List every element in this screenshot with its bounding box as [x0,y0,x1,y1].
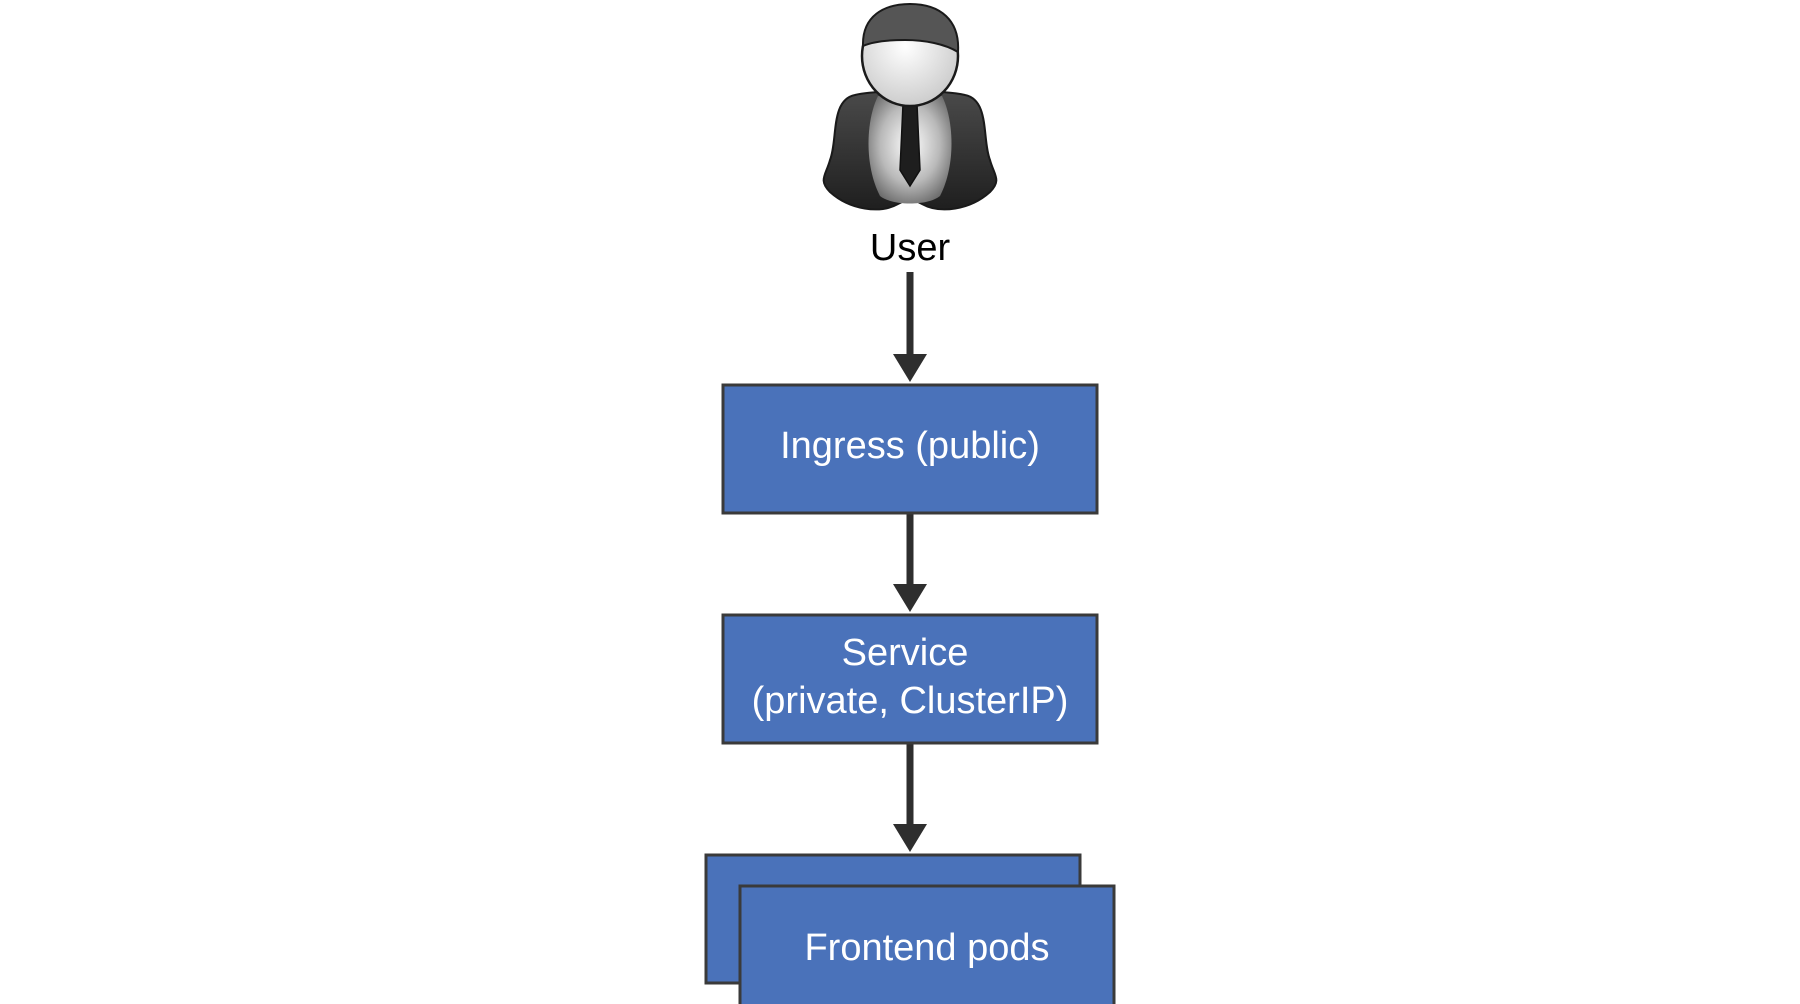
tie-shape [899,103,921,188]
ingress-node: Ingress (public) [721,383,1099,515]
frontend-pods-node: Frontend pods [704,853,1116,1004]
service-label-line1: Service [842,632,969,674]
pod-box-front [738,884,1116,1004]
arrow-ingress-to-service [893,514,927,612]
arrow-user-to-ingress [893,272,927,382]
service-node: Service (private, ClusterIP) [721,613,1099,745]
arrow-service-to-pods [893,744,927,852]
ingress-label: Ingress (public) [780,425,1040,467]
service-label-line2: (private, ClusterIP) [752,680,1069,722]
user-label: User [870,227,951,269]
businessman-avatar-icon [822,2,998,211]
hair-shape [861,2,960,54]
frontend-pods-label: Frontend pods [804,927,1049,969]
